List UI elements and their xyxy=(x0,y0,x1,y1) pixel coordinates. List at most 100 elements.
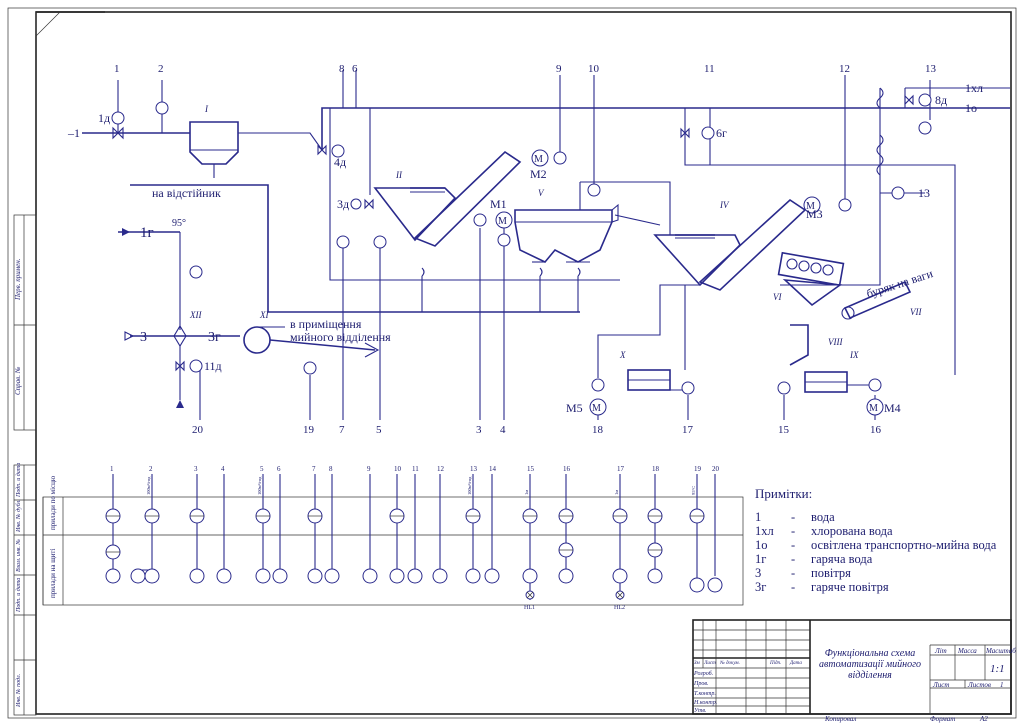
valve-11d xyxy=(175,360,185,372)
equip-label-ix: IX xyxy=(849,350,859,360)
equip-label-i: I xyxy=(204,104,209,114)
washer-iii xyxy=(373,187,457,242)
valve-4d xyxy=(317,144,327,156)
valves xyxy=(112,94,914,372)
flow-to-settler: на відстійник xyxy=(152,186,221,200)
lamp-hl2: HL2 xyxy=(614,605,625,611)
num-top-1: 1 xyxy=(114,63,120,75)
tb-header-date: Дата xyxy=(789,661,802,666)
panel-column-number: 9 xyxy=(367,465,371,473)
note-desc: освітлена транспортно-мийна вода xyxy=(811,538,997,552)
note-dash: - xyxy=(791,524,796,538)
num-bottom-15: 15 xyxy=(778,424,790,436)
num-top-13: 13 xyxy=(925,63,937,75)
num-top-12: 12 xyxy=(839,63,850,75)
motor-m1 xyxy=(495,211,513,229)
tb-role-approve: Утв. xyxy=(694,708,706,714)
note-dash: - xyxy=(791,552,796,566)
tb-role-ncontrol: Н.контр. xyxy=(693,700,717,706)
panel-column-number: 13 xyxy=(470,465,478,473)
unit-label-2: 100м³/год xyxy=(257,476,262,495)
tb-format: Формат xyxy=(930,715,955,723)
equip-label-xii: XII xyxy=(189,310,202,320)
motor-label-m4: M4 xyxy=(884,401,901,415)
num-bottom-16: 16 xyxy=(870,424,882,436)
panel-column-number: 12 xyxy=(437,465,445,473)
tb-header-zm: Зм xyxy=(694,661,700,666)
stamp-sprav-no: Справ. № xyxy=(14,366,22,395)
equip-label-viii: VIII xyxy=(828,337,843,347)
num-bottom-20: 20 xyxy=(192,424,204,436)
panel-column-number: 2 xyxy=(149,465,153,473)
tb-header-doc: № докум. xyxy=(719,660,740,666)
tb-header-list: Лист xyxy=(703,661,716,666)
panel-column-number: 1 xyxy=(110,465,114,473)
equip-label-vii: VII xyxy=(910,307,922,317)
equip-label-ii: II xyxy=(395,170,403,180)
flow-to-room-1: в приміщення xyxy=(290,317,362,331)
tb-scale: Масштаб xyxy=(985,647,1016,655)
actuators xyxy=(111,93,932,373)
equip-label-v: V xyxy=(538,188,545,198)
num-bottom-18: 18 xyxy=(592,424,604,436)
drawing-title: Функціональна схема автоматизації мийног… xyxy=(819,648,921,681)
panel-column-number: 3 xyxy=(194,465,198,473)
panel-column-number: 19 xyxy=(694,465,702,473)
tb-role-checker: Пров. xyxy=(693,681,708,687)
num-top-2: 2 xyxy=(158,63,164,75)
flow-to-room-2: мийного відділення xyxy=(290,330,391,344)
unit-label-5: 1м xyxy=(614,490,619,495)
equip-label-iv: IV xyxy=(719,200,730,210)
motor-label-m2: M2 xyxy=(530,167,547,181)
valve-label-1d: 1д xyxy=(98,111,110,125)
panel-column-number: 20 xyxy=(712,465,720,473)
stamp-inv-podl: Инв. № подл. xyxy=(15,674,22,708)
tb-copied: Копировал xyxy=(824,715,856,723)
panel-column-number: 11 xyxy=(412,465,419,473)
tb-role-tcontrol: Т.контр. xyxy=(694,691,716,697)
svg-text:M: M xyxy=(869,403,878,414)
tb-role-developer: Розроб. xyxy=(693,670,713,677)
panel-column-number: 17 xyxy=(617,465,625,473)
flow-clarified: 1о xyxy=(965,101,977,115)
panel-row-field: прилади по місцю xyxy=(49,476,57,530)
motor-m4 xyxy=(866,398,884,416)
motor-m5 xyxy=(589,398,607,416)
panel-column-number: 15 xyxy=(527,465,535,473)
equip-label-vi: VI xyxy=(773,292,782,302)
notes-title: Примітки: xyxy=(755,486,813,501)
unit-label-3: 100м³/год xyxy=(467,476,472,495)
tb-sheets-value: 1 xyxy=(1000,681,1004,689)
note-desc: вода xyxy=(811,510,835,524)
equip-label-xi: XI xyxy=(259,310,269,320)
num-bottom-19: 19 xyxy=(303,424,315,436)
stamp-podp-data-2: Подп. и дата xyxy=(15,578,22,613)
note-desc: хлорована вода xyxy=(811,524,893,538)
motor-m2 xyxy=(531,149,549,167)
num-bottom-5: 5 xyxy=(376,424,382,436)
panel-column-number: 10 xyxy=(394,465,402,473)
stamp-inv-dubl: Инв. № дубл. xyxy=(15,499,22,533)
note-key: 1 xyxy=(755,510,762,524)
valve-6g xyxy=(680,127,690,139)
tb-sheets: Листов xyxy=(967,681,991,689)
arrow-hot-water xyxy=(122,228,130,236)
motor-label-m5: M5 xyxy=(566,401,583,415)
num-bottom-3: 3 xyxy=(476,424,482,436)
num-top-11: 11 xyxy=(704,63,715,75)
panel-column-number: 18 xyxy=(652,465,660,473)
valve-label-8d: 8д xyxy=(935,93,947,107)
panel-column-number: 5 xyxy=(260,465,264,473)
note-key: 1г xyxy=(755,552,767,566)
sorter-vi xyxy=(777,251,845,287)
unit-label-1: 100м³/год xyxy=(146,476,151,495)
note-row: 3-повітря xyxy=(755,566,1015,580)
svg-text:M: M xyxy=(806,201,815,212)
arrow-air xyxy=(124,331,135,341)
signal-lamps xyxy=(525,590,625,600)
svg-text:M: M xyxy=(534,154,543,165)
svg-text:M: M xyxy=(592,403,601,414)
panel-column-number: 8 xyxy=(329,465,333,473)
